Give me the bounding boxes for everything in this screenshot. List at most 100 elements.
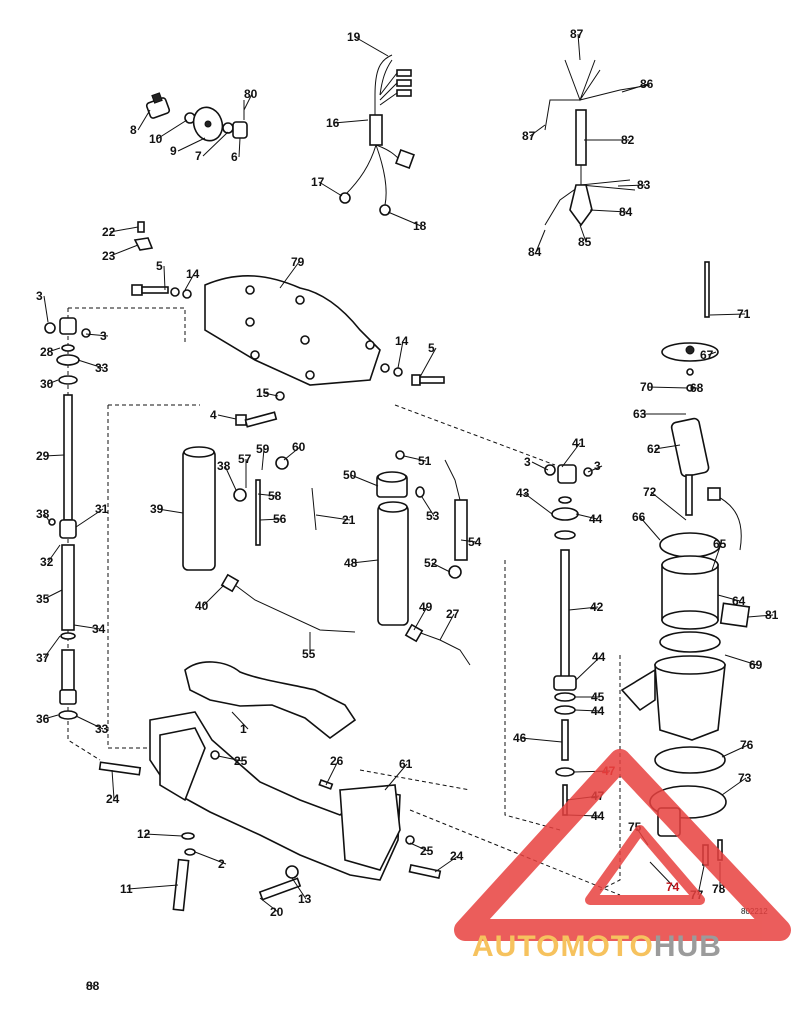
callout-leader	[434, 855, 459, 873]
center-cylinders	[182, 446, 409, 626]
callout-leader	[419, 347, 437, 378]
callout-leader	[333, 119, 369, 124]
callout-label: 25	[234, 754, 248, 768]
callout-label: 3	[36, 289, 43, 303]
callout-leader	[318, 181, 343, 197]
callout-leader	[523, 492, 553, 515]
callout-leader	[156, 119, 188, 140]
callout-leader	[47, 379, 59, 385]
callout-leader	[350, 474, 379, 487]
callout-label: 5	[428, 341, 435, 355]
callout-leader	[397, 340, 404, 369]
callout-label: 87	[570, 27, 584, 41]
callout-leader	[231, 711, 249, 730]
callout-leader	[238, 137, 241, 158]
stern-bracket	[98, 661, 442, 912]
callout-leader	[43, 589, 63, 600]
callout-label: 73	[738, 771, 752, 785]
callout-leader	[707, 351, 717, 356]
callout-label: 57	[238, 452, 252, 466]
callout-leader	[77, 359, 104, 369]
callout-label: 33	[95, 361, 109, 375]
callout-leader	[127, 884, 179, 890]
callout-label: 26	[330, 754, 344, 768]
callout-leader	[261, 448, 265, 471]
callout-label: 64	[732, 594, 746, 608]
callout-leader	[163, 265, 166, 291]
callout-leader	[529, 124, 546, 137]
callout-leader	[721, 777, 747, 796]
callout-label: 10	[149, 132, 163, 146]
callout-label: 44	[591, 704, 605, 718]
callout-leader	[413, 606, 428, 631]
callout-label: 4	[210, 408, 217, 422]
callout-leader	[649, 861, 675, 888]
callout-label: 81	[765, 608, 779, 622]
callout-leader	[717, 594, 741, 602]
callout-leader	[283, 446, 301, 461]
callout-label: 7	[195, 149, 202, 163]
callout-label: 30	[40, 377, 54, 391]
callout-leader	[184, 273, 195, 291]
callout-leader	[384, 763, 408, 791]
callout-label: 58	[268, 489, 282, 503]
callout-label: 25	[420, 844, 434, 858]
callout-label: 62	[647, 442, 661, 456]
callout-label: 11	[120, 882, 133, 896]
callout-leader	[409, 842, 429, 852]
motor-harness	[544, 59, 651, 227]
callout-leader	[43, 513, 51, 523]
callout-label: 28	[40, 345, 54, 359]
callout-leader	[243, 93, 253, 111]
right-cylinder-stack	[544, 464, 593, 816]
callout-label: 5	[156, 259, 163, 273]
callout-leader	[279, 261, 300, 289]
callout-leader	[520, 737, 563, 743]
callout-label: 9	[170, 144, 177, 158]
callout-leader	[202, 131, 229, 157]
callout-label: 24	[450, 849, 464, 863]
callout-leader	[697, 865, 705, 896]
callout-leader	[354, 36, 389, 57]
callout-leader	[47, 544, 61, 563]
callout-leader	[144, 833, 183, 837]
callout-leader	[291, 877, 307, 900]
callout-leader	[617, 184, 646, 187]
callout-leader	[43, 454, 65, 457]
callout-label: 46	[513, 731, 527, 745]
callout-label: 87	[522, 129, 536, 143]
callout-leader	[109, 244, 139, 257]
callout-label: 32	[40, 555, 54, 569]
callout-label: 24	[106, 792, 120, 806]
callout-label: 78	[712, 882, 726, 896]
callout-leader	[709, 313, 746, 316]
callout-leader	[460, 539, 477, 543]
callout-leader	[325, 760, 339, 786]
callout-leader	[568, 606, 599, 611]
callout-label: 42	[590, 600, 604, 614]
callout-label: 13	[298, 892, 312, 906]
callout-label: 88	[86, 979, 100, 993]
callout-leader	[111, 769, 115, 800]
callout-leader	[75, 508, 104, 528]
callout-leader	[575, 656, 601, 681]
callout-leader	[75, 715, 104, 730]
callout-label: 50	[343, 468, 357, 482]
callout-label: 68	[690, 381, 704, 395]
callout-label: 33	[95, 722, 109, 736]
callout-leader	[259, 897, 279, 913]
upper-bolts	[131, 221, 445, 428]
callout-leader	[724, 654, 758, 666]
callout-label: 49	[419, 600, 433, 614]
callout-leader	[263, 392, 279, 397]
callout-label: 61	[399, 757, 413, 771]
callout-leader	[85, 333, 109, 337]
callout-label: 38	[217, 459, 231, 473]
callout-label: 51	[418, 454, 432, 468]
callout-leader	[43, 714, 59, 720]
callout-label: 69	[749, 658, 763, 672]
callout-label: 79	[291, 255, 305, 269]
callout-leader	[351, 559, 379, 564]
callout-label: 14	[395, 334, 409, 348]
callout-leader	[315, 514, 351, 521]
